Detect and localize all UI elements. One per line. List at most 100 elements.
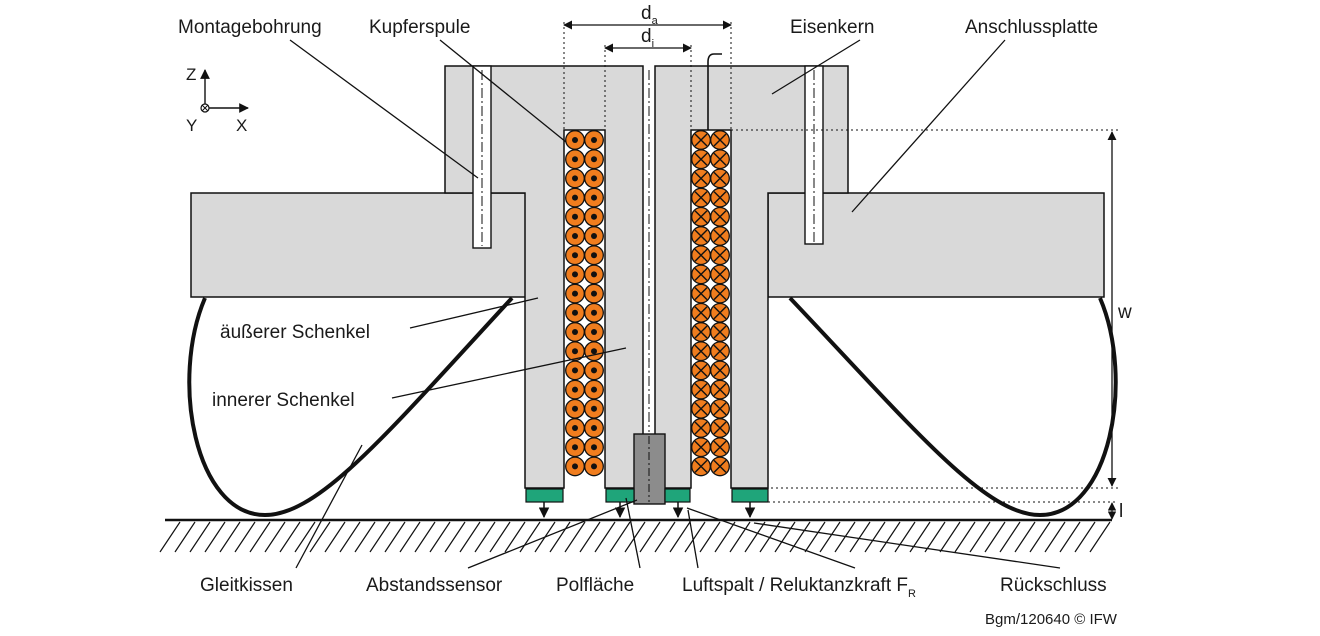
coil-winding-dot bbox=[584, 168, 604, 189]
coil-winding-dot bbox=[584, 245, 604, 266]
coil-winding-cross bbox=[710, 341, 730, 362]
coil-winding-dot bbox=[584, 302, 604, 323]
label-montagebohrung: Montagebohrung bbox=[178, 17, 322, 38]
coil-winding-cross bbox=[691, 418, 711, 438]
coil-winding-cross bbox=[710, 283, 730, 304]
coil-winding-cross bbox=[691, 187, 711, 208]
label-luftspalt: Luftspalt / Reluktanzkraft FR bbox=[682, 575, 916, 600]
coil-winding-dot bbox=[584, 341, 604, 362]
coil-winding-cross bbox=[691, 226, 711, 246]
coil-winding-dot bbox=[584, 456, 604, 477]
coil-winding-cross bbox=[710, 149, 730, 170]
label-innerer-schenkel: innerer Schenkel bbox=[212, 390, 355, 411]
coil-lead-wire bbox=[707, 53, 722, 130]
coil-winding-cross bbox=[710, 360, 730, 381]
label-di: di bbox=[641, 26, 654, 50]
coil-winding-cross bbox=[710, 418, 730, 438]
credit-line: Bgm/120640 © IFW bbox=[985, 611, 1118, 628]
coil-winding-dot bbox=[565, 130, 585, 150]
coil-winding-dot bbox=[565, 206, 585, 227]
coil-winding-cross bbox=[710, 187, 730, 208]
coil-winding-cross bbox=[710, 398, 730, 419]
coil-winding-dot bbox=[584, 187, 604, 208]
anschlussplatte-right bbox=[767, 192, 1105, 298]
dimension-da: da bbox=[563, 3, 732, 130]
coil-winding-cross bbox=[691, 283, 711, 304]
force-arrows bbox=[538, 502, 756, 519]
abstandssensor bbox=[633, 433, 666, 505]
coil-winding-cross bbox=[691, 398, 711, 419]
coil-winding-dot bbox=[565, 245, 585, 266]
gleitkissen-left bbox=[187, 296, 514, 518]
coil-winding-cross bbox=[710, 206, 730, 227]
coil-winding-dot bbox=[584, 418, 604, 438]
label-polflaeche: Polfläche bbox=[556, 575, 634, 596]
label-kupferspule: Kupferspule bbox=[369, 17, 470, 38]
coil-winding-cross bbox=[710, 437, 730, 458]
coil-winding-cross bbox=[691, 245, 711, 266]
coil-winding-cross bbox=[710, 302, 730, 323]
coil-winding-dot bbox=[565, 437, 585, 458]
coil-winding-dot bbox=[565, 187, 585, 208]
coil-winding-cross bbox=[691, 437, 711, 458]
coil-winding-cross bbox=[691, 379, 711, 400]
axis-y-label: Y bbox=[186, 116, 197, 135]
label-rueckschluss: Rückschluss bbox=[1000, 575, 1107, 596]
leader-lines bbox=[289, 39, 1061, 569]
coil-winding-dot bbox=[584, 283, 604, 304]
coil-winding-dot bbox=[584, 130, 604, 150]
coil-winding-dot bbox=[565, 302, 585, 323]
label-gleitkissen: Gleitkissen bbox=[200, 575, 293, 596]
coil-winding-dot bbox=[584, 398, 604, 419]
coil-winding-dot bbox=[584, 264, 604, 285]
label-anschlussplatte: Anschlussplatte bbox=[965, 17, 1098, 38]
coordinate-system: Z X Y bbox=[186, 65, 249, 135]
coil-winding-cross bbox=[691, 130, 711, 150]
label-w: w bbox=[1117, 302, 1132, 323]
coil-winding-cross bbox=[691, 206, 711, 227]
coil-winding-dot bbox=[565, 226, 585, 246]
coil-winding-cross bbox=[710, 264, 730, 285]
coil-winding-dot bbox=[565, 398, 585, 419]
coil-winding-cross bbox=[691, 149, 711, 170]
label-da: da bbox=[641, 3, 659, 27]
coil-winding-dot bbox=[584, 379, 604, 400]
coil-winding-dot bbox=[565, 168, 585, 189]
anschlussplatte-left bbox=[190, 192, 527, 298]
dimension-w: w bbox=[731, 129, 1132, 489]
label-abstandssensor: Abstandssensor bbox=[366, 575, 503, 596]
gleitkissen-right bbox=[788, 296, 1118, 518]
axis-z-label: Z bbox=[186, 65, 196, 84]
coil-winding-dot bbox=[565, 283, 585, 304]
coil-winding-cross bbox=[710, 379, 730, 400]
coil-winding-dot bbox=[565, 264, 585, 285]
kupferspule-left bbox=[565, 130, 604, 477]
coil-winding-dot bbox=[584, 149, 604, 170]
coil-winding-cross bbox=[710, 130, 730, 150]
kupferspule-right bbox=[691, 130, 730, 477]
coil-winding-dot bbox=[584, 437, 604, 458]
coil-winding-dot bbox=[565, 149, 585, 170]
coil-winding-cross bbox=[691, 322, 711, 342]
coil-winding-dot bbox=[584, 360, 604, 381]
coil-winding-cross bbox=[710, 245, 730, 266]
coil-winding-cross bbox=[691, 168, 711, 189]
coil-winding-dot bbox=[565, 360, 585, 381]
coil-winding-dot bbox=[565, 379, 585, 400]
coil-winding-cross bbox=[710, 168, 730, 189]
dimension-l: l bbox=[768, 501, 1123, 522]
coil-winding-cross bbox=[691, 456, 711, 477]
label-aeusserer-schenkel: äußerer Schenkel bbox=[220, 322, 370, 343]
coil-winding-cross bbox=[710, 322, 730, 342]
label-eisenkern: Eisenkern bbox=[790, 17, 875, 38]
dimension-di: di bbox=[604, 26, 692, 130]
ground bbox=[159, 518, 1112, 553]
coil-winding-cross bbox=[691, 360, 711, 381]
coil-winding-dot bbox=[584, 322, 604, 342]
coil-winding-cross bbox=[710, 456, 730, 477]
axis-x-label: X bbox=[236, 116, 247, 135]
coil-winding-cross bbox=[691, 341, 711, 362]
coil-winding-cross bbox=[710, 226, 730, 246]
label-l: l bbox=[1119, 501, 1123, 522]
